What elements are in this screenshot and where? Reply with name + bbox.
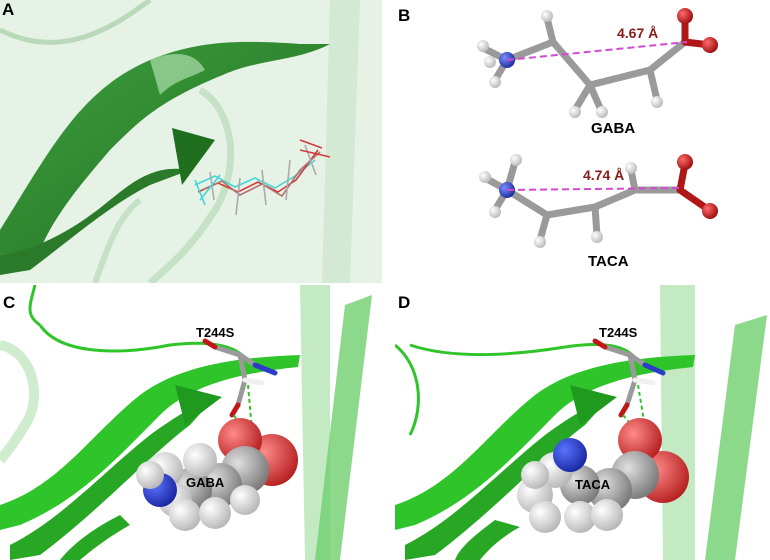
background-strand [0, 340, 39, 464]
taca-distance: 4.74 Å [583, 167, 624, 183]
gaba-label: GABA [591, 120, 635, 137]
beta-ribbon-lower [0, 168, 190, 275]
panel-label: D [398, 293, 411, 312]
panel-a-structure [0, 0, 360, 283]
beta-ribbon [60, 515, 130, 560]
panel-label: C [3, 293, 16, 312]
background-strand [300, 285, 330, 560]
panel-d: T244S TACA D [395, 285, 770, 560]
background-strand [147, 86, 235, 283]
background-strand [0, 0, 152, 45]
beta-ribbon-lower [10, 397, 215, 560]
panel-c: T244S GABA C [0, 285, 385, 560]
panel-label: B [398, 6, 411, 25]
residue-label: T244S [196, 325, 235, 340]
ribbon-highlight [150, 54, 205, 95]
gaba-molecule [477, 8, 718, 118]
panel-b-molecules: 4.67 Å GABA [477, 8, 718, 270]
background-strand [705, 315, 767, 560]
panel-d-structure: T244S TACA [395, 285, 767, 560]
beta-ribbon [395, 355, 695, 530]
taca-spacefill [517, 418, 689, 533]
loop [395, 343, 420, 436]
background-strand [315, 295, 372, 560]
background-strand [322, 0, 360, 283]
distance-line [506, 41, 688, 61]
taca-molecule [479, 154, 718, 248]
background-strand [92, 197, 142, 283]
panel-b: 4.67 Å GABA [395, 0, 770, 283]
beta-ribbon-lower [405, 397, 610, 560]
gaba-spacefill [136, 418, 298, 531]
residue-t244s [592, 338, 666, 418]
beta-arrow [172, 128, 215, 185]
residue-label: T244S [599, 325, 638, 340]
panel-a: A [0, 0, 382, 283]
panel-label: A [2, 0, 15, 19]
gaba-distance: 4.67 Å [617, 25, 658, 41]
beta-arrow [175, 385, 222, 425]
loop [409, 342, 642, 366]
panel-c-structure: T244S GABA [0, 285, 372, 560]
loop [38, 324, 252, 366]
taca-label: TACA [588, 253, 629, 270]
distance-line [506, 187, 684, 191]
beta-arrow [570, 385, 617, 425]
loop [28, 285, 41, 327]
residue-t244s [202, 338, 278, 418]
ligand-label: GABA [186, 475, 225, 490]
beta-ribbon [0, 355, 300, 530]
ligand-overlay [194, 139, 331, 216]
background-strand [660, 285, 695, 560]
ligand-label: TACA [575, 477, 611, 492]
beta-ribbon [455, 520, 520, 560]
